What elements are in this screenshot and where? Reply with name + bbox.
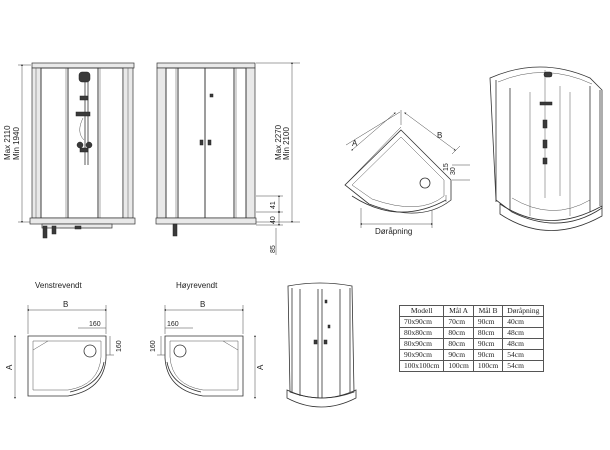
perspective-view-top bbox=[489, 66, 603, 231]
table-cell: 80x80cm bbox=[398, 327, 445, 339]
table-row: 90x90cm 90cm 90cm 54cm bbox=[398, 349, 545, 361]
table-cell: 80cm bbox=[443, 338, 474, 350]
table-cell: 80x90cm bbox=[398, 338, 445, 350]
front-view: Max 2110 Min 1940 bbox=[3, 62, 136, 239]
table-header-cell: Modell bbox=[398, 305, 445, 317]
left-plan-label-a: A bbox=[5, 364, 14, 370]
right-plan-label-b: B bbox=[200, 300, 205, 309]
right-plan-title: Høyrevendt bbox=[176, 281, 218, 290]
right-plan-label-a: A bbox=[256, 364, 265, 370]
table-cell: 100cm bbox=[472, 360, 504, 372]
table-cell: 48cm bbox=[502, 338, 545, 350]
side-dim-40: 40 bbox=[270, 216, 277, 224]
table-cell: 40cm bbox=[502, 316, 545, 328]
table-cell: 80cm bbox=[443, 327, 474, 339]
side-dim-min: Min 2100 bbox=[282, 127, 291, 160]
table-header-cell: Døråpning bbox=[502, 305, 545, 317]
side-view: Max 2270 Min 2100 41 40 85 bbox=[155, 62, 300, 255]
side-dim-41: 41 bbox=[270, 201, 277, 209]
left-plan: Venstrevendt B 160 A 160 bbox=[5, 281, 123, 399]
table-row: 80x80cm 80cm 80cm 48cm bbox=[398, 327, 545, 339]
top-view: A B 15 30 Døråpning bbox=[344, 110, 470, 236]
table-cell: 90cm bbox=[472, 338, 504, 350]
table-row: 70x90cm 70cm 90cm 40cm bbox=[398, 316, 545, 328]
table-row: 80x90cm 80cm 90cm 48cm bbox=[398, 338, 545, 350]
top-label-b: B bbox=[437, 131, 442, 140]
door-opening-label: Døråpning bbox=[375, 227, 412, 236]
top-label-a: A bbox=[352, 139, 358, 148]
side-dim-max: Max 2270 bbox=[274, 124, 283, 160]
top-dim-15: 15 bbox=[443, 163, 450, 171]
table-cell: 90x90cm bbox=[398, 349, 445, 361]
table-row: 100x100cm 100cm 100cm 54cm bbox=[398, 360, 545, 372]
left-plan-title: Venstrevendt bbox=[35, 281, 82, 290]
table-cell: 54cm bbox=[502, 349, 545, 361]
table-cell: 80cm bbox=[472, 327, 504, 339]
left-plan-dim-160-top: 160 bbox=[89, 321, 101, 328]
model-dimension-table: Modell Mål A Mål B Døråpning 70x90cm 70c… bbox=[398, 305, 545, 372]
right-plan: Høyrevendt B 160 A 160 bbox=[150, 281, 265, 399]
table-cell: 90cm bbox=[443, 349, 474, 361]
table-header-row: Modell Mål A Mål B Døråpning bbox=[398, 305, 545, 317]
left-plan-label-b: B bbox=[63, 300, 68, 309]
table-header-cell: Mål A bbox=[443, 305, 474, 317]
table-cell: 48cm bbox=[502, 327, 545, 339]
top-dim-30: 30 bbox=[450, 167, 457, 175]
perspective-view-bottom bbox=[286, 282, 357, 408]
table-cell: 100cm bbox=[443, 360, 474, 372]
left-plan-dim-160-side: 160 bbox=[116, 340, 123, 352]
table-cell: 90cm bbox=[472, 349, 504, 361]
table-cell: 100x100cm bbox=[398, 360, 445, 372]
table-cell: 70cm bbox=[443, 316, 474, 328]
table-cell: 90cm bbox=[472, 316, 504, 328]
front-dim-max: Max 2110 bbox=[3, 125, 12, 160]
side-dim-85: 85 bbox=[270, 245, 277, 253]
table-cell: 54cm bbox=[502, 360, 545, 372]
table-header-cell: Mål B bbox=[472, 305, 504, 317]
table-cell: 70x90cm bbox=[398, 316, 445, 328]
front-dim-min: Min 1940 bbox=[12, 127, 21, 160]
right-plan-dim-160-top: 160 bbox=[167, 321, 179, 328]
right-plan-dim-160-side: 160 bbox=[150, 340, 157, 352]
